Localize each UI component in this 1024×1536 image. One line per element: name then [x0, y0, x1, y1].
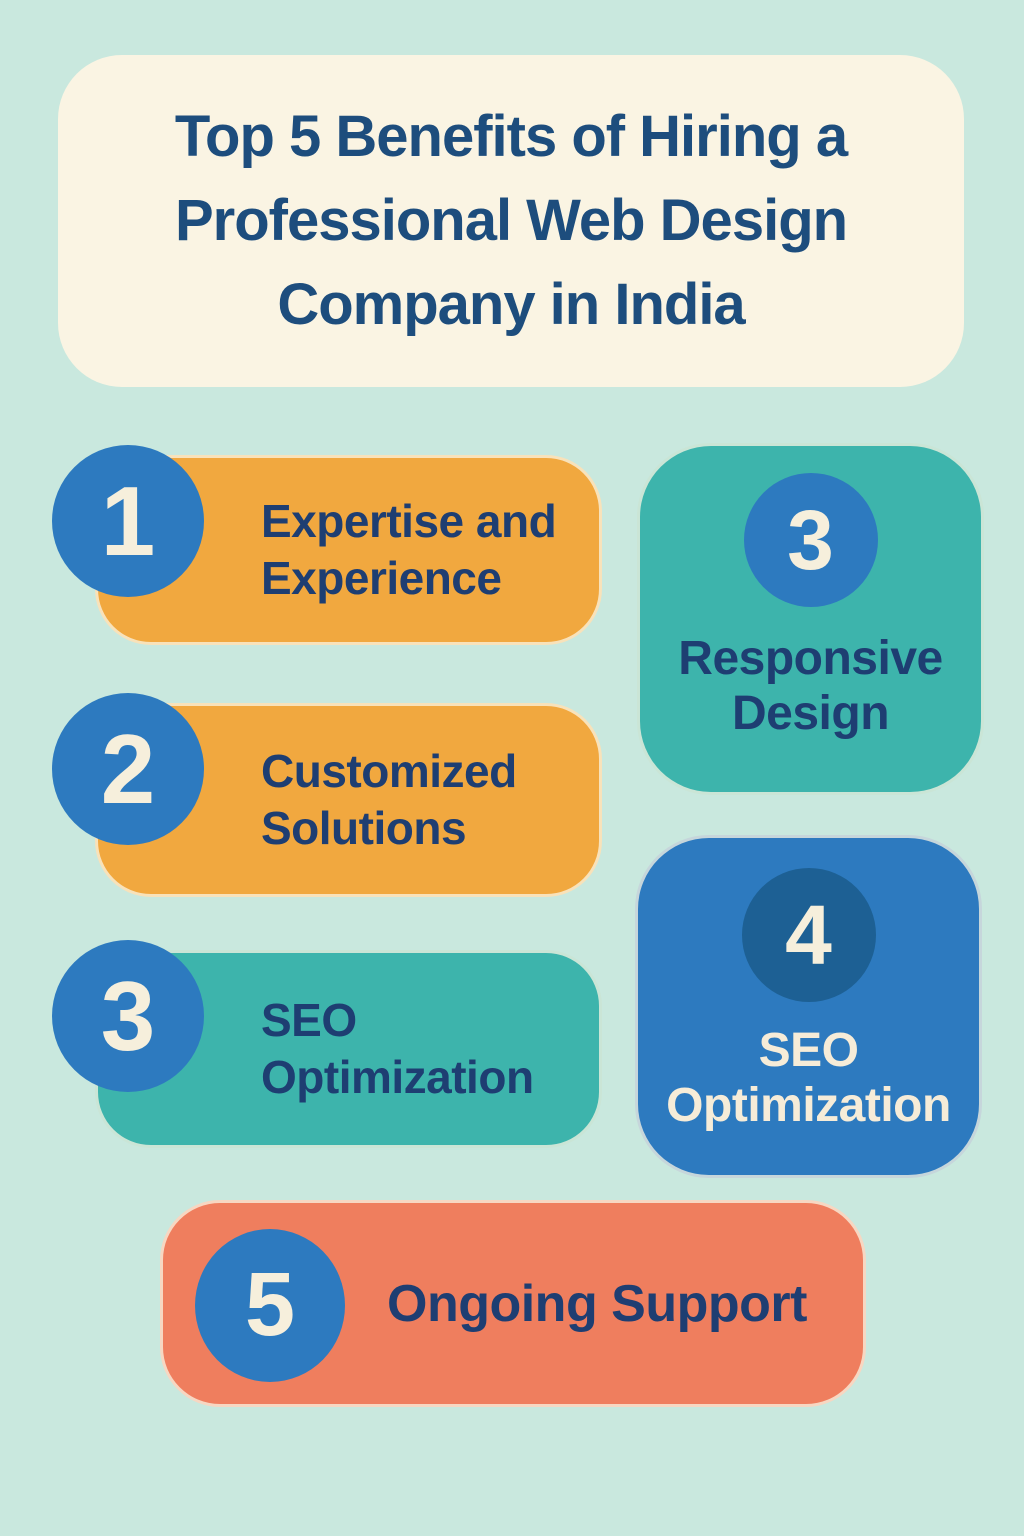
benefit-label-responsive: Responsive Design	[640, 631, 981, 741]
benefit-card-responsive: 3 Responsive Design	[637, 443, 984, 795]
benefit-label-line: Design	[731, 687, 890, 740]
benefit-label-line: SEO	[758, 1024, 859, 1077]
benefit-card-seo-right: 4 SEO Optimization	[635, 835, 982, 1178]
benefit-label-line: Solutions	[261, 802, 467, 854]
page-title-line-2: Professional Web Design	[174, 188, 848, 253]
benefit-card-seo-left: 3 SEO Optimization	[52, 940, 602, 1148]
benefit-label-line: Customized	[261, 745, 517, 797]
benefit-card-customized: 2 Customized Solutions	[52, 693, 602, 897]
benefit-label-seo-left: SEO Optimization	[261, 953, 534, 1145]
step-number-badge-1: 1	[52, 445, 204, 597]
benefit-label-line: Optimization	[666, 1079, 951, 1132]
step-number-badge-5: 5	[195, 1229, 345, 1382]
page-title-line-1: Top 5 Benefits of Hiring a	[174, 104, 848, 169]
benefit-label-line: Optimization	[261, 1051, 534, 1103]
step-number-badge-3-right: 3	[743, 473, 878, 607]
title-card: Top 5 Benefits of Hiring a Professional …	[58, 55, 964, 387]
step-number-badge-2: 2	[52, 693, 204, 845]
benefit-label-customized: Customized Solutions	[261, 706, 517, 894]
benefit-card-expertise: 1 Expertise and Experience	[52, 445, 602, 645]
benefit-label-line: Expertise and	[261, 495, 557, 547]
step-number-badge-3-left: 3	[52, 940, 204, 1092]
benefit-label-expertise: Expertise and Experience	[261, 458, 557, 642]
benefit-label-line: SEO	[261, 994, 357, 1046]
benefit-card-ongoing: 5 Ongoing Support	[160, 1200, 866, 1407]
benefit-label-line: Experience	[261, 552, 502, 604]
benefit-label-ongoing: Ongoing Support	[387, 1203, 807, 1404]
benefit-label-line: Responsive	[678, 632, 943, 685]
benefit-label-line: Ongoing Support	[387, 1274, 807, 1333]
page-title-line-3: Company in India	[277, 272, 745, 337]
benefit-label-seo-right: SEO Optimization	[638, 1023, 979, 1133]
step-number-badge-4: 4	[741, 868, 876, 1002]
